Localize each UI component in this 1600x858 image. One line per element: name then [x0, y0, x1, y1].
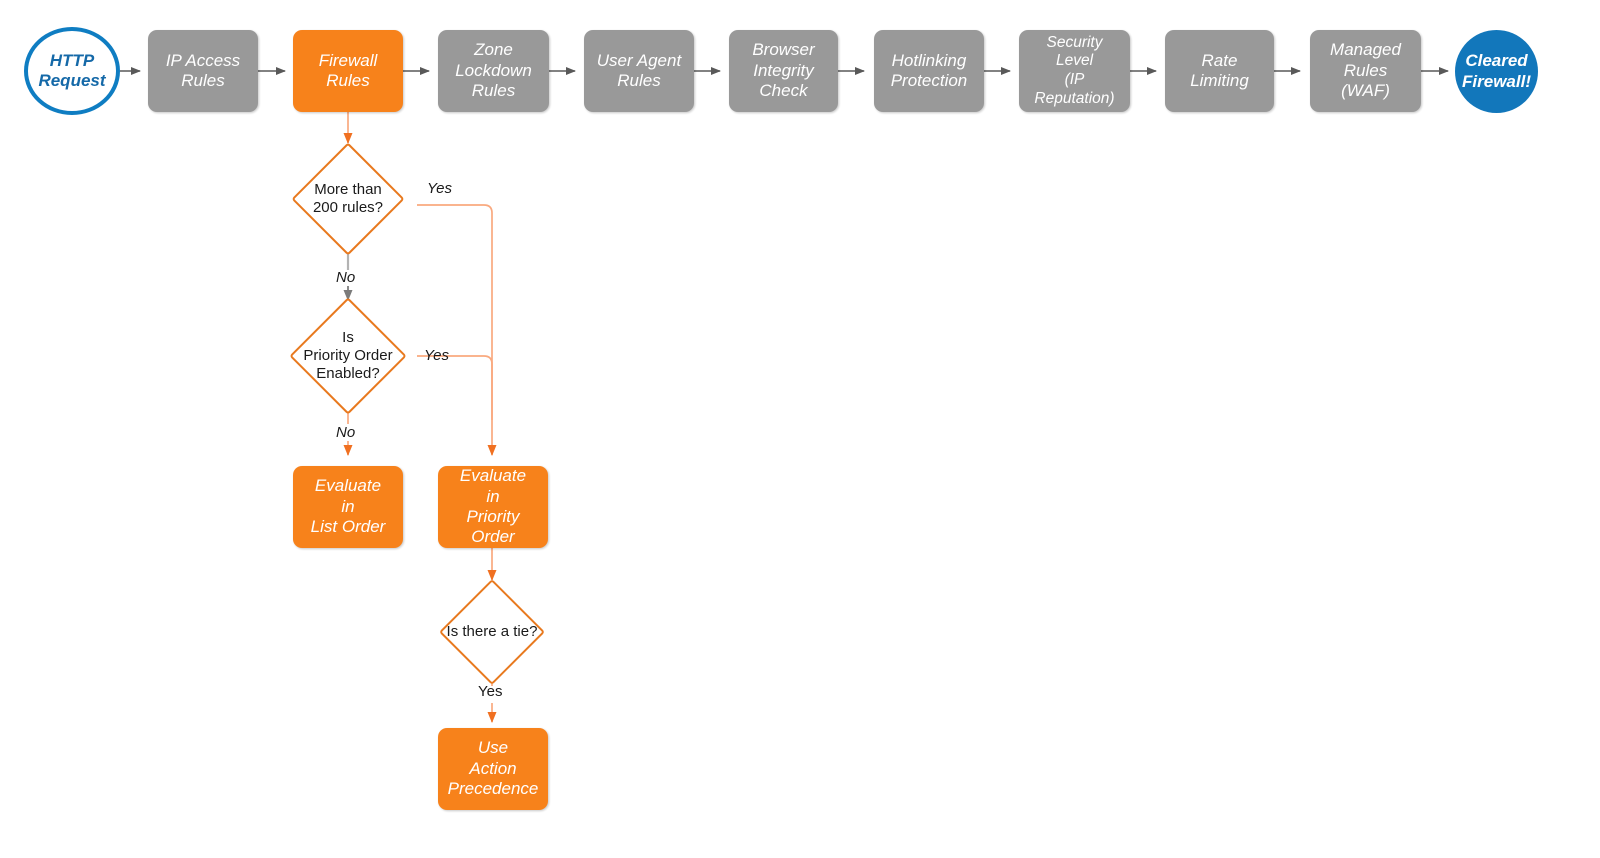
edge-yes-priority-order-to-priority-eval [417, 355, 493, 420]
node-use-action-precedence-label: Use Action Precedence [447, 738, 539, 799]
node-security-level[interactable]: Security Level (IP Reputation) [1019, 30, 1130, 112]
node-cleared-firewall[interactable]: Cleared Firewall! [1455, 30, 1538, 113]
node-rate-limiting[interactable]: Rate Limiting [1165, 30, 1274, 112]
node-browser-integrity-check-label: Browser Integrity Check [752, 40, 815, 101]
node-ip-access-rules-label: IP Access Rules [165, 50, 241, 90]
edge-label-yes-more-than-200: Yes [427, 180, 453, 197]
edge-yes-more-than-200-to-priority-eval [417, 204, 497, 456]
node-managed-rules-waf-label: Managed Rules (WAF) [1330, 40, 1401, 101]
decision-priority-order-enabled[interactable]: Is Priority Order Enabled? [277, 297, 419, 415]
node-evaluate-in-priority-order-label: Evaluate in Priority Order [459, 466, 527, 547]
node-rate-limiting-label: Rate Limiting [1190, 50, 1249, 90]
edge-label-yes-is-tie: Yes [478, 683, 503, 700]
node-evaluate-in-list-order[interactable]: Evaluate in List Order [293, 466, 403, 548]
node-hotlinking-protection-label: Hotlinking Protection [890, 50, 968, 90]
node-evaluate-in-list-order-label: Evaluate in List Order [310, 476, 386, 537]
edge-label-no-more-than-200: No [336, 269, 356, 286]
decision-priority-order-enabled-label: Is Priority Order Enabled? [303, 328, 393, 383]
node-user-agent-rules[interactable]: User Agent Rules [584, 30, 694, 112]
node-use-action-precedence[interactable]: Use Action Precedence [438, 728, 548, 810]
node-firewall-rules[interactable]: Firewall Rules [293, 30, 403, 112]
node-zone-lockdown-rules[interactable]: Zone Lockdown Rules [438, 30, 549, 112]
edge-label-no-priority-order: No [336, 424, 356, 441]
decision-more-than-200-rules-label: More than 200 rules? [312, 180, 384, 216]
node-hotlinking-protection[interactable]: Hotlinking Protection [874, 30, 984, 112]
node-http-request-label: HTTP Request [38, 50, 106, 90]
node-browser-integrity-check[interactable]: Browser Integrity Check [729, 30, 838, 112]
node-evaluate-in-priority-order[interactable]: Evaluate in Priority Order [438, 466, 548, 548]
decision-more-than-200-rules[interactable]: More than 200 rules? [277, 142, 419, 256]
node-security-level-label: Security Level (IP Reputation) [1034, 33, 1115, 107]
node-user-agent-rules-label: User Agent Rules [596, 50, 682, 90]
edge-label-yes-priority-order: Yes [424, 347, 450, 364]
decision-is-there-a-tie-label: Is there a tie? [446, 622, 538, 640]
node-zone-lockdown-rules-label: Zone Lockdown Rules [455, 40, 532, 101]
node-ip-access-rules[interactable]: IP Access Rules [148, 30, 258, 112]
node-cleared-firewall-label: Cleared Firewall! [1462, 51, 1531, 91]
node-http-request[interactable]: HTTP Request [24, 27, 120, 115]
decision-is-there-a-tie[interactable]: Is there a tie? [425, 578, 559, 686]
node-firewall-rules-label: Firewall Rules [318, 50, 378, 90]
node-managed-rules-waf[interactable]: Managed Rules (WAF) [1310, 30, 1421, 112]
